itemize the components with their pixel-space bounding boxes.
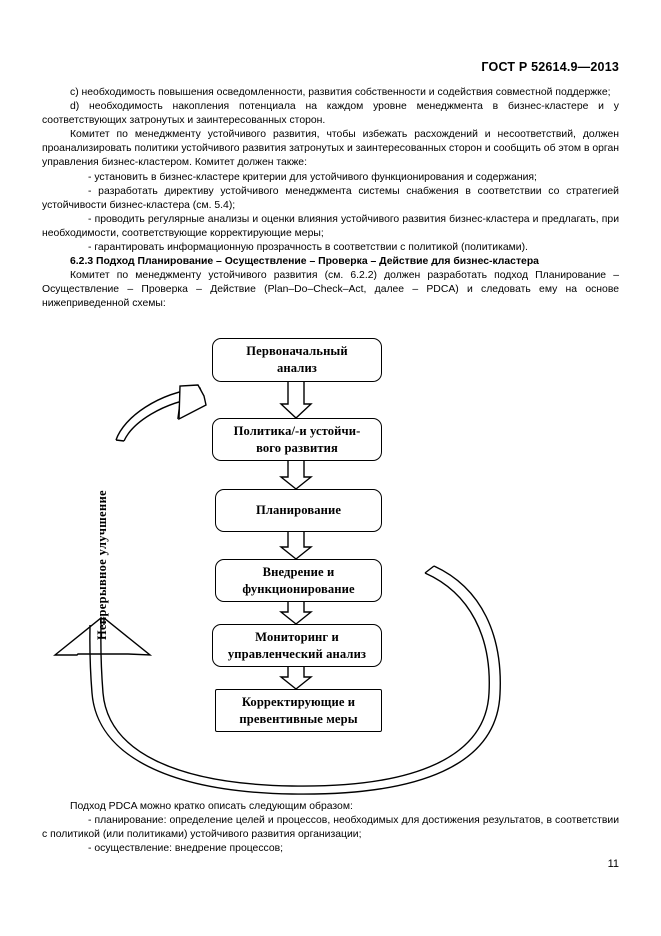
flow-node-label: Планирование [255,503,342,517]
flow-node-label: Внедрение и функционирование [242,564,355,596]
body-list-item: - гарантировать информационную прозрачно… [88,242,528,254]
flow-node-corrective: Корректирующие и превентивные меры [215,689,382,732]
page-number: 11 [607,858,619,870]
improvement-loop-inner [89,565,501,795]
connector-arrow-2 [279,461,313,490]
body-list-item: - проводить регулярные анализы и оценки … [42,213,619,239]
body-paragraph: Комитет по менеджменту устойчивого разви… [42,129,619,169]
bottom-list-item: - планирование: определение целей и проц… [42,815,619,841]
flow-node-implementation: Внедрение и функционирование [215,559,382,602]
connector-arrow-1 [279,382,313,419]
connector-arrow-3 [279,532,313,560]
flow-node-monitoring: Мониторинг и управленческий анализ [212,624,382,667]
improvement-loop-tail-cap [424,565,435,574]
section-heading-6-2-3: 6.2.3 Подход Планирование – Осуществлени… [70,256,539,268]
body-paragraph: c) необходимость повышения осведомленнос… [70,87,611,98]
body-text-block: c) необходимость повышения осведомленнос… [42,86,619,312]
bottom-list-item: - осуществление: внедрение процессов; [88,843,284,855]
improvement-loop-outer [100,572,490,787]
body-list-item: - установить в бизнес-кластере критерии … [88,171,537,183]
improvement-arrowhead [53,616,153,656]
flow-node-initial-review: Первоначальный анализ [212,338,382,382]
body-paragraph: Комитет по менеджменту устойчивого разви… [42,270,619,310]
flow-node-label: Корректирующие и превентивные меры [239,694,358,726]
continuous-improvement-label: Непрерывное улучшение [95,489,109,640]
body-list-item: - разработать директиву устойчивого мене… [42,185,619,211]
pdca-flowchart: Непрерывное улучшение Первоначальный ана… [0,325,661,805]
flow-node-label: Политика/-и устойчи- вого развития [233,423,361,455]
feedback-curve-tail-cap [115,439,125,442]
flow-node-label: Первоначальный анализ [246,344,348,375]
flow-node-label: Мониторинг и управленческий анализ [227,629,367,661]
flow-node-planning: Планирование [215,489,382,532]
document-header-standard-number: ГОСТ Р 52614.9—2013 [481,60,619,74]
flow-node-policy: Политика/-и устойчи- вого развития [212,418,382,461]
bottom-paragraph: Подход PDCA можно кратко описать следующ… [70,801,353,812]
body-paragraph: d) необходимость накопления потенциала н… [42,101,619,127]
feedback-arrowhead [178,384,207,421]
bottom-text-block: Подход PDCA можно кратко описать следующ… [42,800,619,856]
